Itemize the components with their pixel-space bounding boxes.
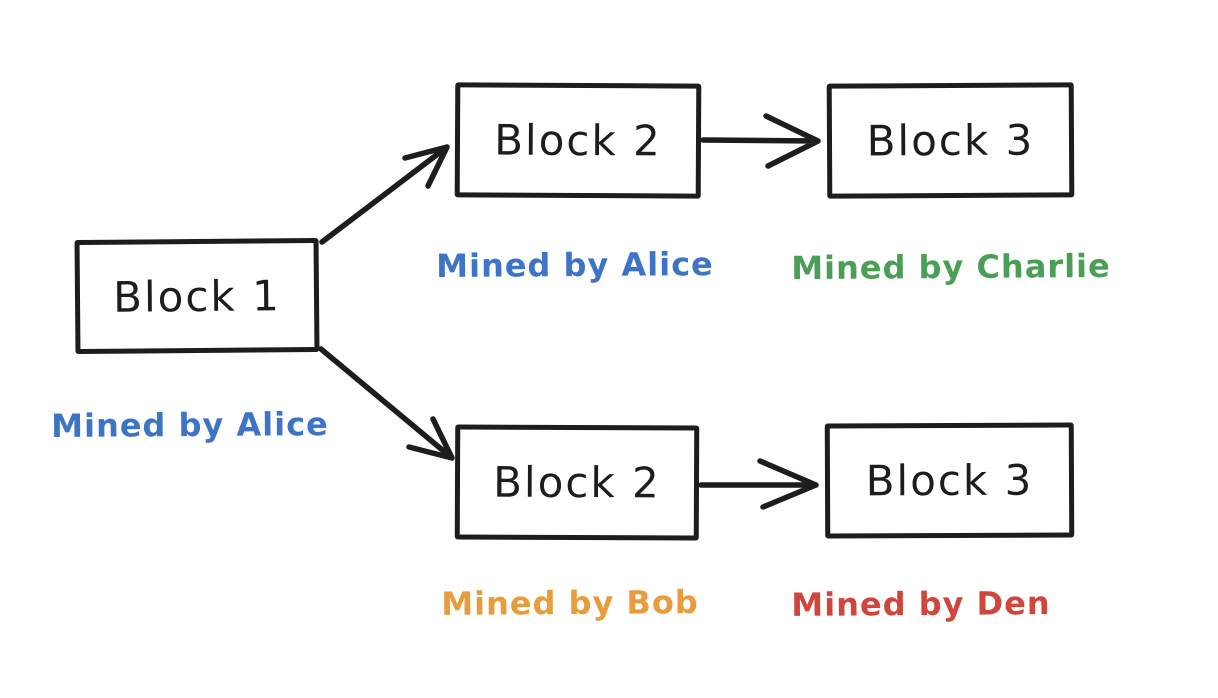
miner-label-block1: Mined by Alice: [51, 405, 329, 445]
block-1-label: Block 1: [112, 270, 282, 322]
block-2-bottom-box: Block 2: [454, 424, 700, 541]
miner-label-block2-top: Mined by Alice: [436, 245, 714, 285]
arrow-block2-top-to-block3-top: [700, 113, 821, 169]
miner-label-block3-top: Mined by Charlie: [791, 246, 1111, 288]
arrow-block1-to-block2-top: [319, 144, 450, 245]
block-2-top-label: Block 2: [494, 115, 662, 166]
block-3-top-label: Block 3: [866, 115, 1035, 166]
miner-label-block3-bottom: Mined by Den: [791, 584, 1051, 624]
arrow-block2-bottom-to-block3-bottom: [698, 458, 819, 510]
block-3-bottom-label: Block 3: [865, 455, 1034, 506]
block-2-bottom-label: Block 2: [493, 457, 661, 508]
miner-label-block2-bottom: Mined by Bob: [441, 583, 699, 623]
block-1-box: Block 1: [74, 237, 320, 355]
block-2-top-box: Block 2: [454, 82, 702, 199]
block-3-top-box: Block 3: [826, 82, 1075, 199]
block-3-bottom-box: Block 3: [824, 422, 1075, 539]
